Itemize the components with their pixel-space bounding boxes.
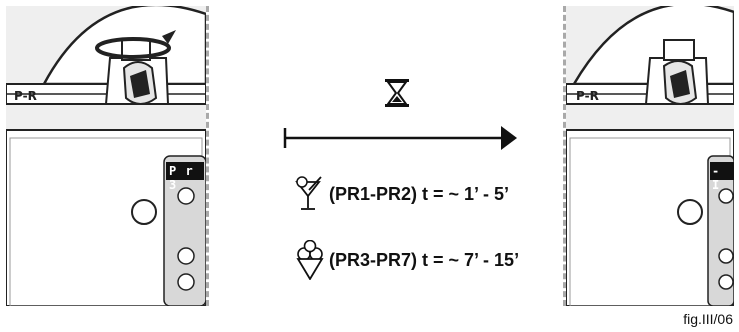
display-readout-right: - I <box>712 164 721 192</box>
figure-caption: fig.III/06 <box>683 311 733 327</box>
program-time-row-1: (PR1-PR2) t = ~ 1’ - 5’ <box>295 176 509 212</box>
right-machine-panel: P-R - I <box>566 6 734 306</box>
program-time-row-2: (PR3-PR7) t = ~ 7’ - 15’ <box>295 240 519 280</box>
divider-left <box>206 6 209 306</box>
divider-right <box>563 6 566 306</box>
machine-illustration-left: P-R <box>6 6 206 306</box>
cocktail-glass-icon <box>295 176 322 210</box>
center-timing-panel: (PR1-PR2) t = ~ 1’ - 5’ (PR3-PR7) t = ~ … <box>211 6 563 306</box>
svg-text:P-R: P-R <box>576 89 599 103</box>
svg-text:P-R: P-R <box>14 89 37 103</box>
figure-frame: P-R P r 3 <box>6 6 734 306</box>
left-machine-panel: P-R P r 3 <box>6 6 206 306</box>
hourglass-icon <box>385 79 409 107</box>
machine-illustration-right: P-R <box>566 6 734 306</box>
display-readout-left: P r 3 <box>169 164 194 192</box>
program-time-text-1: (PR1-PR2) t = ~ 1’ - 5’ <box>329 183 510 204</box>
program-time-text-2: (PR3-PR7) t = ~ 7’ - 15’ <box>329 249 520 270</box>
time-arrow <box>283 126 517 150</box>
ice-cream-cone-icon <box>296 240 324 280</box>
